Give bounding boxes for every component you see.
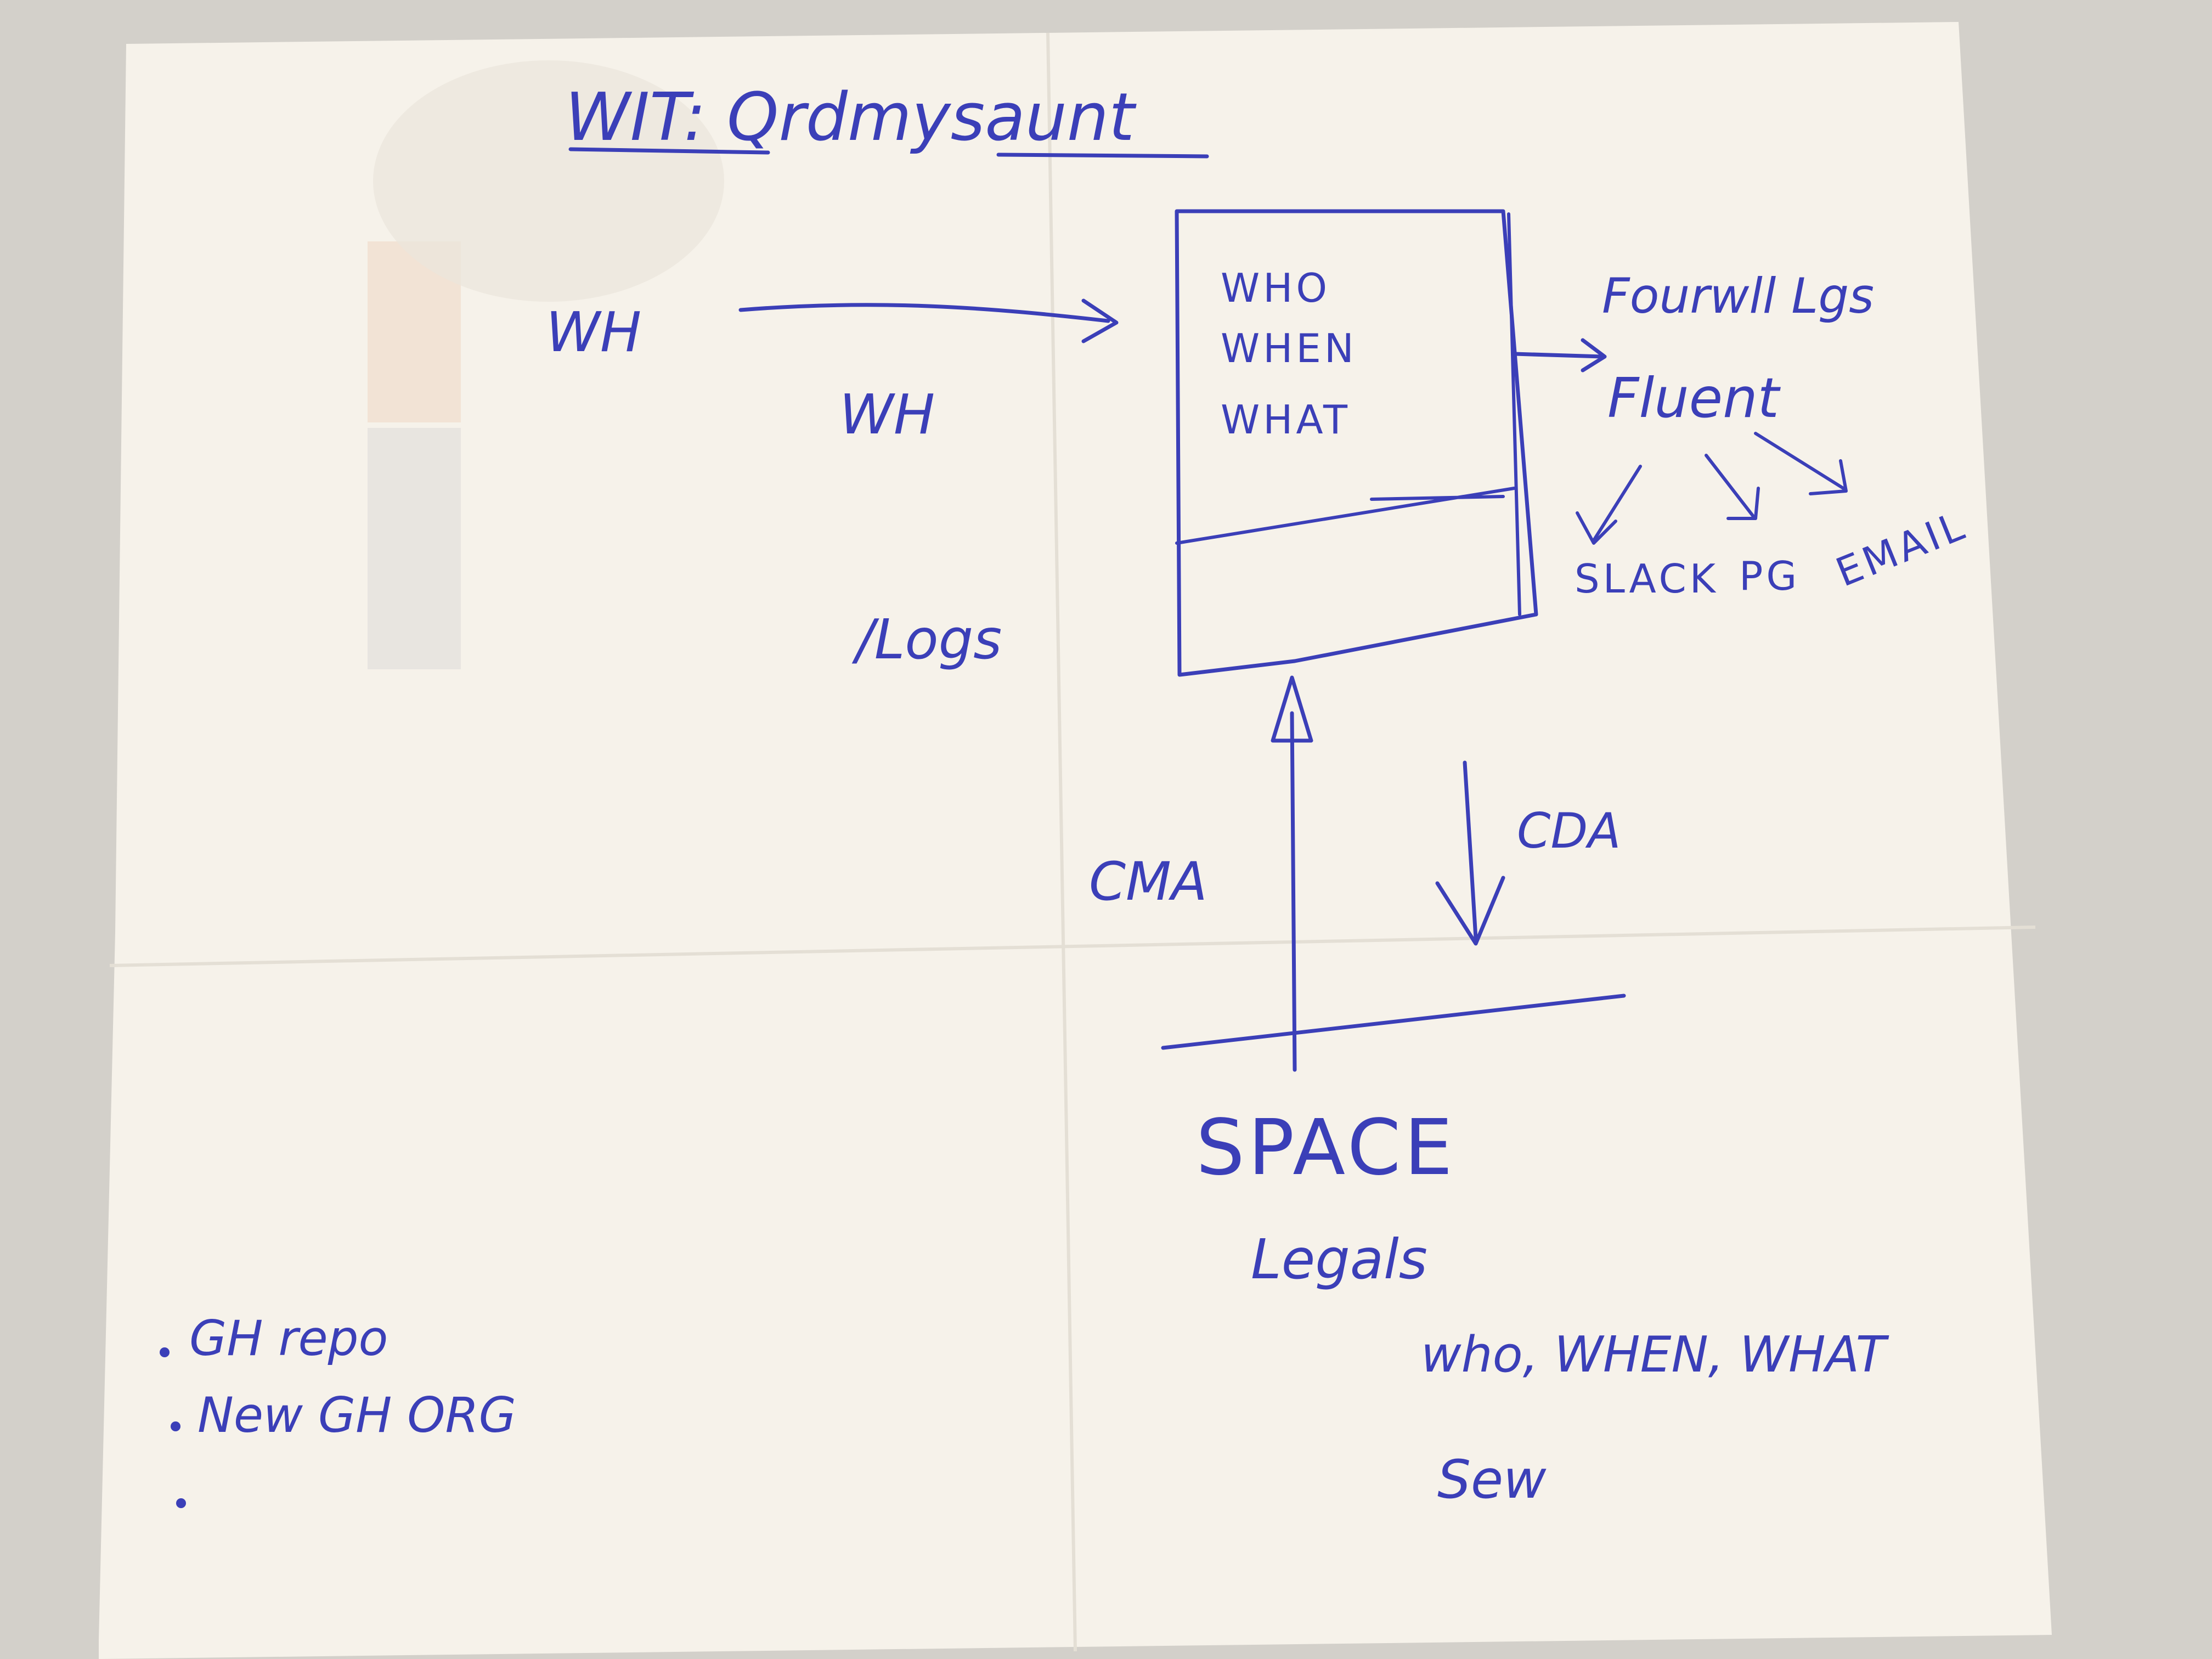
legals-label: Legals xyxy=(1251,1227,1427,1291)
logs-label: /Logs xyxy=(851,607,1002,672)
output-pg: PG xyxy=(1739,553,1800,599)
napkin-paper xyxy=(99,22,2052,1659)
space-line xyxy=(1161,994,1626,1050)
box-line-what: WHAT xyxy=(1221,397,1351,443)
box-divider xyxy=(1175,487,1516,545)
box-line-who: WHO xyxy=(1221,265,1330,311)
fold-vertical xyxy=(1046,32,1077,1652)
right-top-label: Fourwll Lgs xyxy=(1602,268,1874,324)
arrow-cma-up xyxy=(1271,675,1313,1072)
arrow-to-fluent xyxy=(1512,338,1607,373)
bullet-dot-3 xyxy=(176,1498,186,1508)
bullet-new-gh-org: New GH ORG xyxy=(198,1387,516,1443)
title-text: WIT: Qrdmysaunt xyxy=(565,80,1137,156)
arrow-to-email xyxy=(1754,432,1848,495)
bullet-dot-2 xyxy=(171,1421,180,1431)
central-box xyxy=(1175,209,1538,677)
cma-label: CMA xyxy=(1089,851,1207,912)
stain-grey xyxy=(368,428,461,669)
bullet-dot-1 xyxy=(160,1347,170,1357)
box-right-edge xyxy=(1507,212,1521,616)
arrow-to-pg xyxy=(1705,454,1760,520)
space-label: SPACE xyxy=(1196,1103,1456,1193)
arrow-to-slack xyxy=(1576,465,1642,545)
bullet-gh-repo: GH repo xyxy=(189,1310,388,1367)
fluent-label: Fluent xyxy=(1607,366,1781,430)
fold-horizontal xyxy=(109,926,2036,967)
box-line-when: WHEN xyxy=(1221,325,1357,371)
arrow-cda-down xyxy=(1435,760,1505,946)
cda-label: CDA xyxy=(1517,803,1621,859)
title-underline xyxy=(568,147,1209,159)
left-top-label: WH xyxy=(546,300,641,364)
who-when-what-text: who, WHEN, WHAT xyxy=(1421,1326,1889,1384)
sew-label: Sew xyxy=(1437,1449,1547,1510)
stain-top xyxy=(373,60,724,302)
output-slack: SLACK xyxy=(1575,556,1719,602)
left-mid-label: WH xyxy=(839,382,935,447)
arrow-to-box xyxy=(738,298,1119,343)
